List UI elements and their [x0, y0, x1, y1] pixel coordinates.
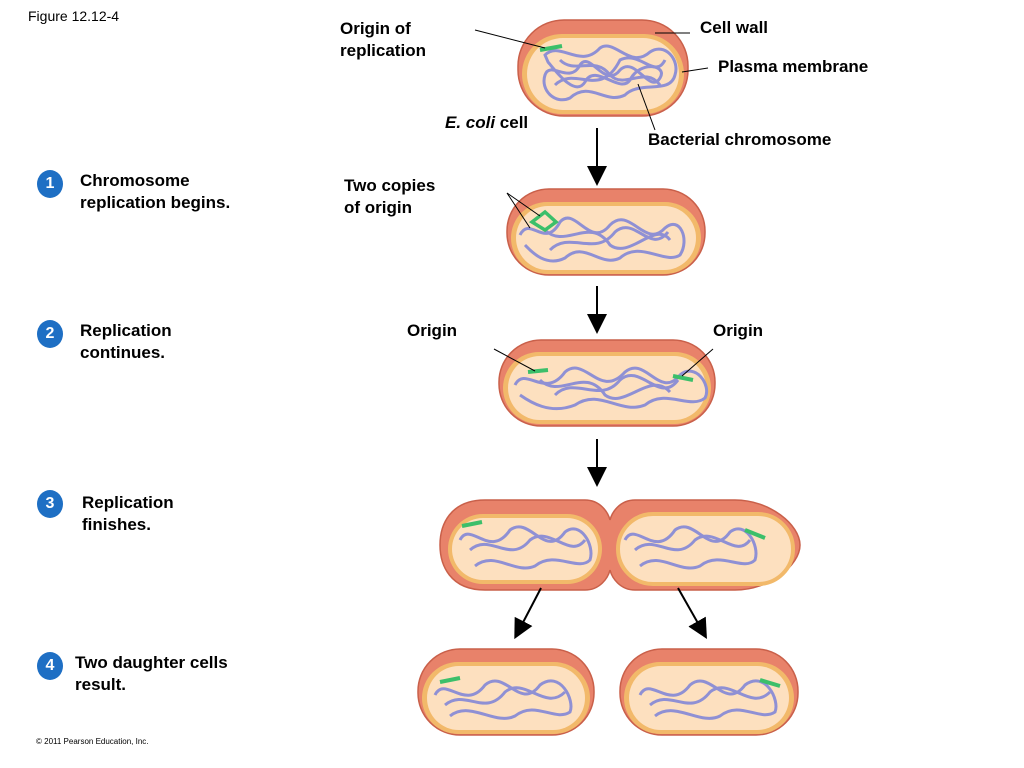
step-3-text: Replication finishes. [82, 493, 174, 534]
plasma-membrane-label: Plasma membrane [718, 57, 869, 76]
cell-step3-dividing [439, 499, 801, 591]
step-4-text: Two daughter cells result. [75, 653, 228, 694]
cell-step1 [506, 188, 706, 276]
ecoli-name: E. coli [445, 113, 496, 132]
step-1-text: Chromosome replication begins. [80, 171, 231, 212]
origin-marker-left [461, 520, 483, 528]
arrow-split-left [514, 587, 542, 640]
copyright-notice: © 2011 Pearson Education, Inc. [36, 737, 149, 746]
origin-marker-right [744, 528, 766, 540]
cell-step2 [498, 339, 716, 427]
step-2-badge: 2 [37, 320, 63, 348]
step-2-text: Replication continues. [80, 321, 172, 362]
daughter-cell-right [619, 648, 799, 736]
cell-wall-label: Cell wall [700, 18, 769, 37]
ecoli-cell-label: E. coli cell [445, 112, 528, 134]
arrow-split-right [677, 587, 707, 639]
origin-right-marker [672, 374, 694, 382]
origin-of-replication-label: Origin of replication [340, 19, 426, 60]
cell-word: cell [495, 113, 529, 132]
bacterial-chromosome-label: Bacterial chromosome [648, 130, 832, 149]
figure-title: Figure 12.12-4 [28, 8, 120, 24]
origin-label-right: Origin [713, 321, 764, 340]
origin-label-left: Origin [407, 321, 458, 340]
ecoli-cell [517, 19, 689, 117]
step-3-badge: 3 [37, 490, 63, 518]
step-1-badge: 1 [37, 170, 63, 198]
origin-marker [539, 44, 563, 52]
origin-copies [528, 209, 559, 233]
daughter-cell-left [417, 648, 595, 736]
step-4-badge: 4 [37, 652, 63, 680]
origin-left-marker [527, 368, 549, 374]
two-copies-of-origin-label: Two copies of origin [344, 176, 436, 217]
